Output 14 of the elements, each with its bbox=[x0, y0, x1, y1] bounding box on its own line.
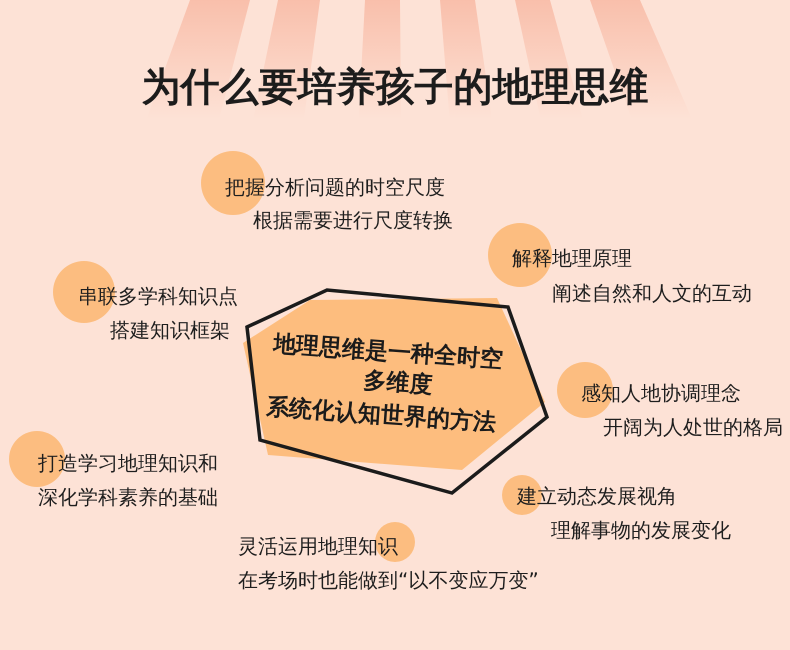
point-text: 串联多学科知识点 bbox=[78, 284, 238, 308]
point-text: 解释地理原理 bbox=[512, 246, 632, 270]
point-text: 建立动态发展视角 bbox=[517, 484, 677, 508]
point-text: 阐述自然和人文的互动 bbox=[552, 281, 752, 305]
point-text: 灵活运用地理知识 bbox=[238, 534, 398, 558]
point-text: 开阔为人处世的格局 bbox=[603, 415, 783, 439]
title: 为什么要培养孩子的地理思维 bbox=[142, 65, 648, 111]
point-text: 理解事物的发展变化 bbox=[551, 518, 731, 542]
point-text: 在考场时也能做到“以不变应万变” bbox=[238, 568, 539, 592]
point-text: 打造学习地理知识和深化学科素养的基础 bbox=[38, 450, 219, 511]
point-text: 感知人地协调理念 bbox=[581, 381, 741, 405]
point-text: 搭建知识框架 bbox=[110, 318, 230, 342]
point-text: 把握分析问题的时空尺度 bbox=[225, 175, 445, 199]
point-text: 根据需要进行尺度转换 bbox=[253, 208, 453, 232]
